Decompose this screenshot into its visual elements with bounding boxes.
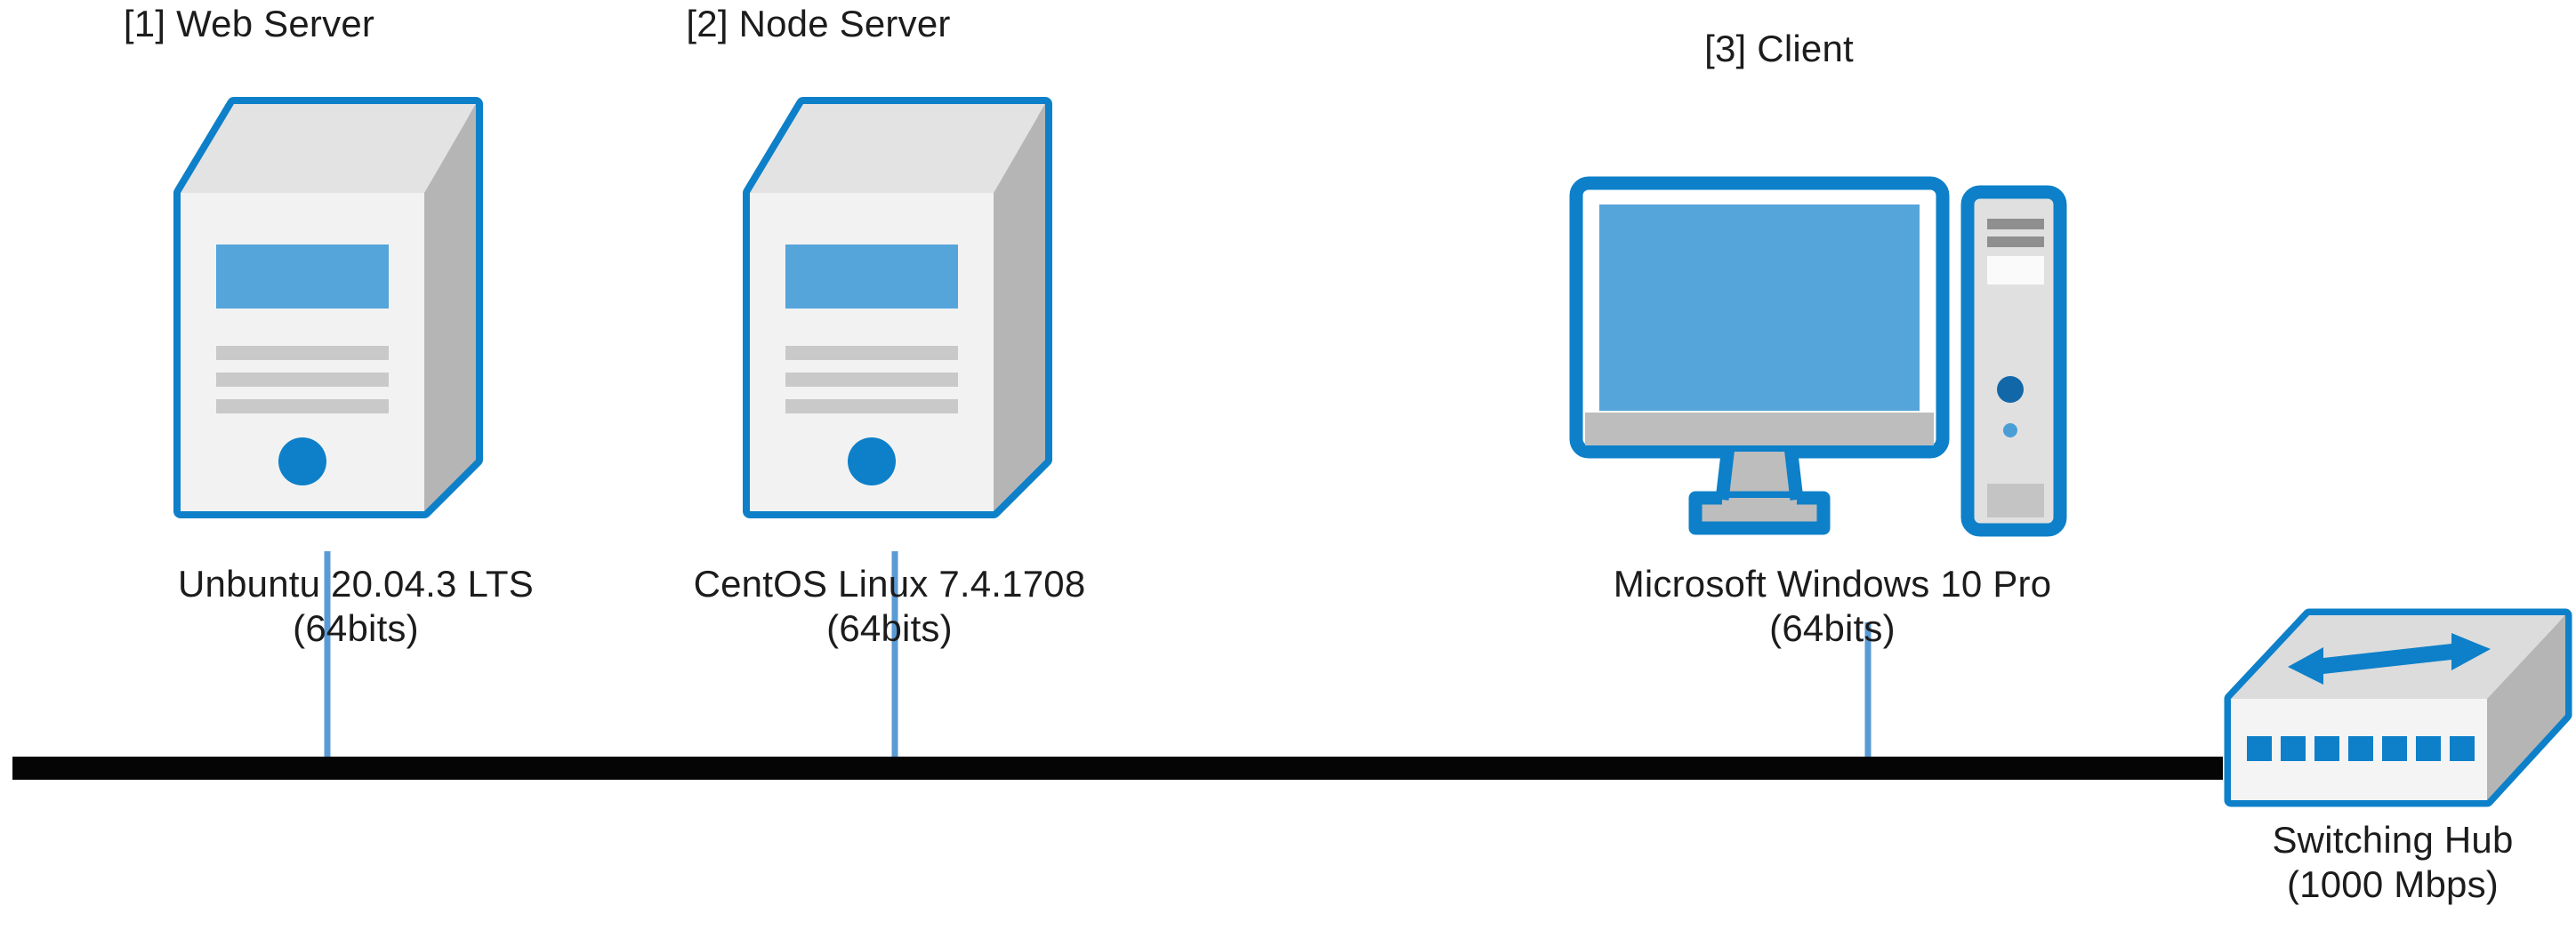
os-label-node-server: CentOS Linux 7.4.1708 (64bits) xyxy=(587,562,1192,652)
os-arch-client: (64bits) xyxy=(1769,607,1896,650)
os-arch-node-server: (64bits) xyxy=(826,607,953,650)
link-lines xyxy=(324,551,1872,766)
switching-hub-name: Switching Hub xyxy=(2272,819,2514,861)
os-label-client: Microsoft Windows 10 Pro (64bits) xyxy=(1548,562,2117,652)
node-title-web-server: [1] Web Server xyxy=(123,3,375,44)
os-name-node-server: CentOS Linux 7.4.1708 xyxy=(693,563,1086,605)
os-label-web-server: Unbuntu 20.04.3 LTS (64bits) xyxy=(89,562,623,652)
desktop-computer-icon-client xyxy=(1576,183,2060,530)
switching-hub-label: Switching Hub (1000 Mbps) xyxy=(2188,818,2576,908)
network-bus-line xyxy=(12,757,2223,780)
server-tower-icon-node-server xyxy=(750,104,1045,511)
switching-hub-icon xyxy=(2231,615,2565,800)
os-arch-web-server: (64bits) xyxy=(293,607,419,650)
server-tower-icon-web-server xyxy=(181,104,476,511)
switching-hub-speed: (1000 Mbps) xyxy=(2287,863,2499,906)
node-title-node-server: [2] Node Server xyxy=(686,3,951,44)
os-name-client: Microsoft Windows 10 Pro xyxy=(1613,563,2052,605)
node-title-client: [3] Client xyxy=(1704,28,1854,69)
os-name-web-server: Unbuntu 20.04.3 LTS xyxy=(178,563,534,605)
